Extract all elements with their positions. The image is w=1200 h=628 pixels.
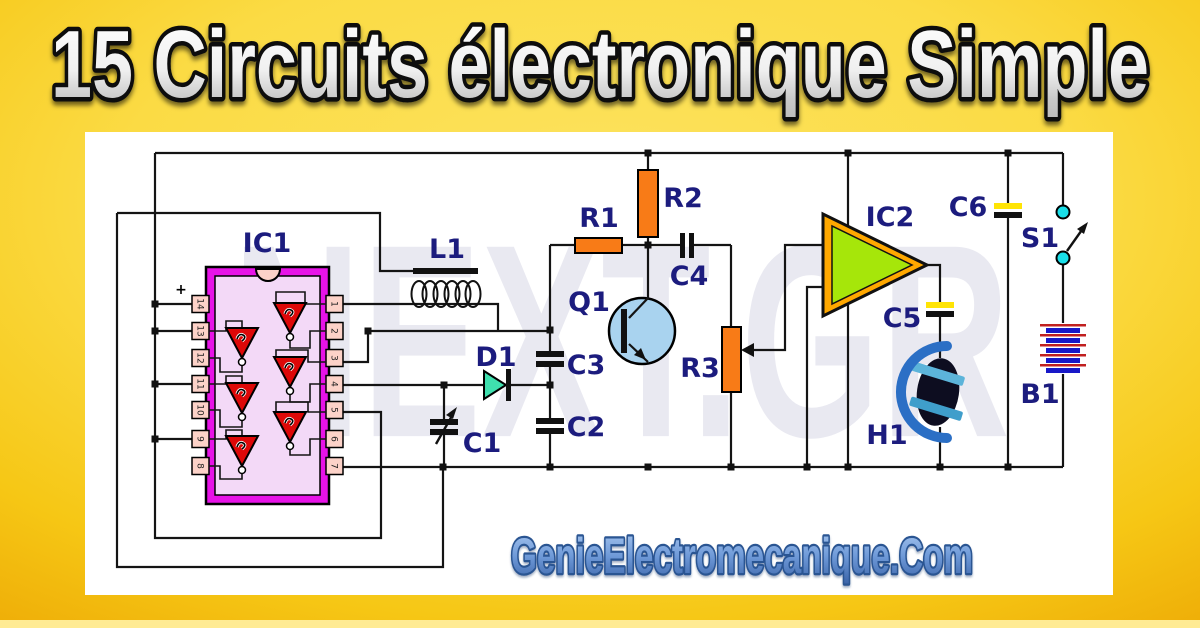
component-d1 — [483, 369, 511, 401]
component-labels: IC1 L1 R1 R2 C4 Q1 C3 C2 D1 C1 R3 IC2 C5… — [243, 183, 1060, 459]
ic1-inverter-gates — [224, 302, 308, 475]
label-d1: D1 — [475, 342, 516, 373]
banner-title: 15 Circuits électronique Simple — [51, 11, 1149, 118]
component-s1 — [1055, 204, 1088, 266]
component-c2 — [536, 418, 564, 434]
label-r1: R1 — [579, 203, 619, 234]
ic1-pin-number: 2 — [329, 328, 339, 334]
component-r1 — [574, 237, 623, 254]
ic1-pin-left-14 — [191, 294, 210, 314]
component-ic1: 14 13 12 11 10 9 8 1 2 3 4 5 6 7 + — [175, 265, 344, 506]
label-ic1: IC1 — [243, 228, 292, 259]
component-h1 — [896, 341, 965, 443]
ic1-polarity-mark: + — [175, 282, 187, 298]
component-b1 — [1040, 324, 1086, 373]
ic1-pin-number: 8 — [195, 463, 205, 469]
ic1-pin-number: 3 — [329, 355, 339, 361]
component-c3 — [536, 351, 564, 367]
component-r3 — [721, 326, 754, 393]
label-c1: C1 — [463, 428, 502, 459]
label-c6: C6 — [949, 192, 988, 223]
ic1-pin-number: 14 — [195, 298, 205, 310]
junction-dots — [151, 149, 1012, 471]
component-ic2 — [821, 211, 931, 319]
component-c6 — [994, 203, 1022, 218]
ic1-internal-wires — [209, 291, 326, 480]
ic1-pin-number: 6 — [329, 436, 339, 442]
label-c5: C5 — [883, 303, 922, 334]
ic1-pin-number: 1 — [329, 301, 339, 307]
ic1-pin-number: 13 — [195, 325, 205, 336]
ic1-pin-right-3 — [325, 348, 344, 368]
ic1-pin-right-7 — [325, 456, 344, 476]
ic1-pin-number: 7 — [329, 463, 339, 469]
label-c3: C3 — [567, 350, 606, 381]
bottom-strip — [0, 620, 1200, 628]
label-s1: S1 — [1021, 223, 1059, 254]
label-ic2: IC2 — [866, 202, 915, 233]
ic1-notch — [254, 268, 282, 282]
component-l1 — [410, 268, 482, 308]
ic1-pin-number: 4 — [329, 381, 339, 387]
ic1-pin-number: 12 — [195, 352, 205, 363]
label-l1: L1 — [429, 234, 465, 265]
ic1-pin-number: 9 — [195, 436, 205, 442]
component-r2 — [637, 169, 659, 238]
ic1-pin-number: 11 — [195, 378, 205, 389]
label-c4: C4 — [670, 261, 709, 292]
label-r3: R3 — [680, 353, 720, 384]
component-c5 — [926, 302, 954, 317]
component-c4 — [680, 233, 694, 258]
component-q1 — [607, 245, 677, 366]
circuit-schematic: 14 13 12 11 10 9 8 1 2 3 4 5 6 7 + — [115, 149, 1088, 569]
ic1-pin-number: 5 — [329, 407, 339, 413]
wires — [115, 151, 1065, 569]
label-b1: B1 — [1020, 379, 1059, 410]
label-h1: H1 — [866, 420, 907, 451]
label-c2: C2 — [567, 412, 606, 443]
label-r2: R2 — [663, 183, 703, 214]
component-c1 — [430, 407, 458, 445]
ic1-pin-right-5 — [325, 400, 344, 420]
ic1-pin-number: 10 — [195, 404, 205, 416]
label-q1: Q1 — [568, 287, 610, 318]
schmitt-symbol-icon — [235, 307, 295, 451]
footer-website: GenieElectromecanique.Com — [511, 528, 973, 584]
